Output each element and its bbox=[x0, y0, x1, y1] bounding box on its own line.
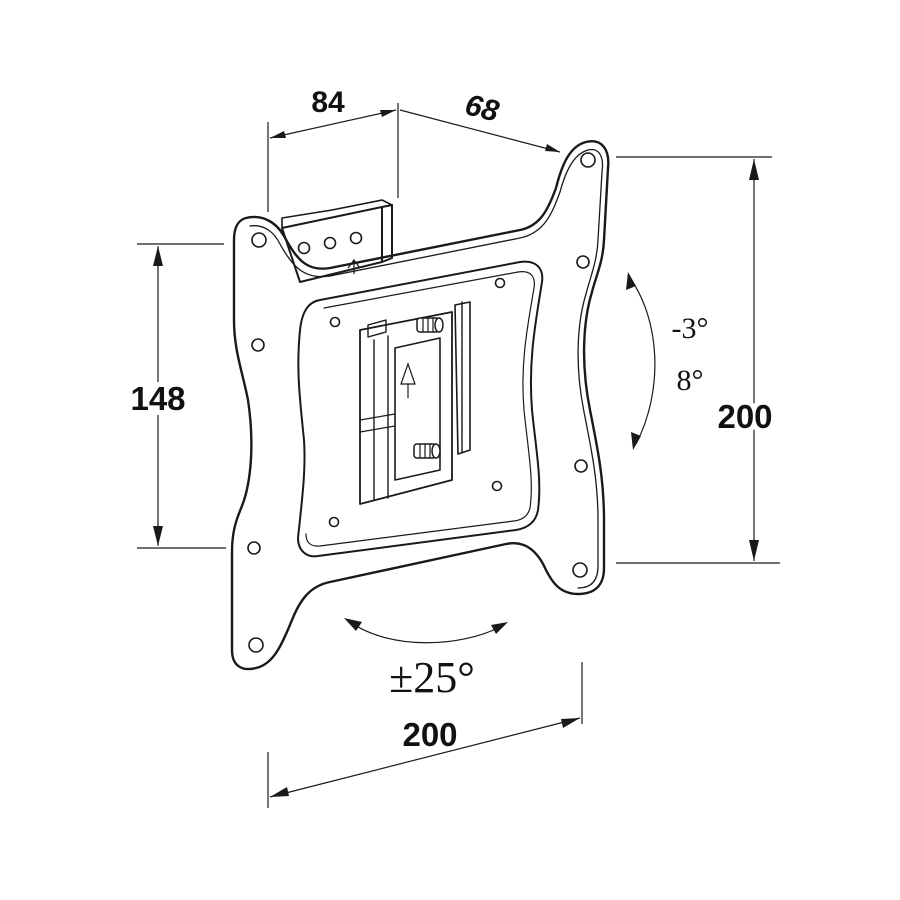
knob-top bbox=[416, 317, 444, 333]
swivel-arc bbox=[344, 618, 508, 644]
panel-hole-tl bbox=[329, 316, 341, 328]
right-height-label: 200 bbox=[717, 398, 772, 435]
left-height-label: 148 bbox=[130, 380, 185, 417]
wall-bracket bbox=[281, 199, 393, 283]
panel-hole-bl bbox=[328, 516, 340, 528]
depth-min-label: 84 bbox=[311, 86, 345, 119]
vesa-hole-left-upper bbox=[251, 338, 265, 352]
tilt-up-label: -3° bbox=[672, 312, 709, 345]
center-up-arrow bbox=[400, 362, 416, 398]
bottom-width-label: 200 bbox=[402, 716, 457, 753]
bracket-hole-3 bbox=[349, 231, 363, 245]
vesa-hole-right-lower bbox=[574, 459, 588, 473]
left-height-dimension bbox=[137, 243, 226, 549]
depth-dimension bbox=[267, 103, 561, 212]
vesa-plate bbox=[230, 140, 610, 671]
knob-bottom bbox=[413, 443, 441, 459]
panel-hole-tr bbox=[494, 277, 506, 289]
bracket-hole-1 bbox=[297, 241, 311, 255]
right-height-dimension bbox=[616, 156, 780, 564]
depth-extension-label: 68 bbox=[462, 88, 503, 128]
tilt-down-label: 8° bbox=[677, 364, 704, 397]
vesa-hole-left-lower bbox=[247, 541, 261, 555]
vesa-hole-right-upper bbox=[576, 255, 590, 269]
bracket-hole-2 bbox=[323, 236, 337, 250]
bottom-width-dimension bbox=[267, 662, 583, 808]
swivel-label: ±25° bbox=[389, 653, 475, 702]
panel-hole-br bbox=[491, 480, 503, 492]
vesa-hole-top-left bbox=[251, 232, 267, 248]
vesa-hole-bottom-left bbox=[248, 637, 264, 653]
tilt-arc bbox=[626, 272, 656, 450]
vesa-hole-top-right bbox=[580, 152, 596, 168]
vesa-hole-bottom-right bbox=[572, 562, 588, 578]
tilt-mechanism bbox=[359, 301, 471, 505]
